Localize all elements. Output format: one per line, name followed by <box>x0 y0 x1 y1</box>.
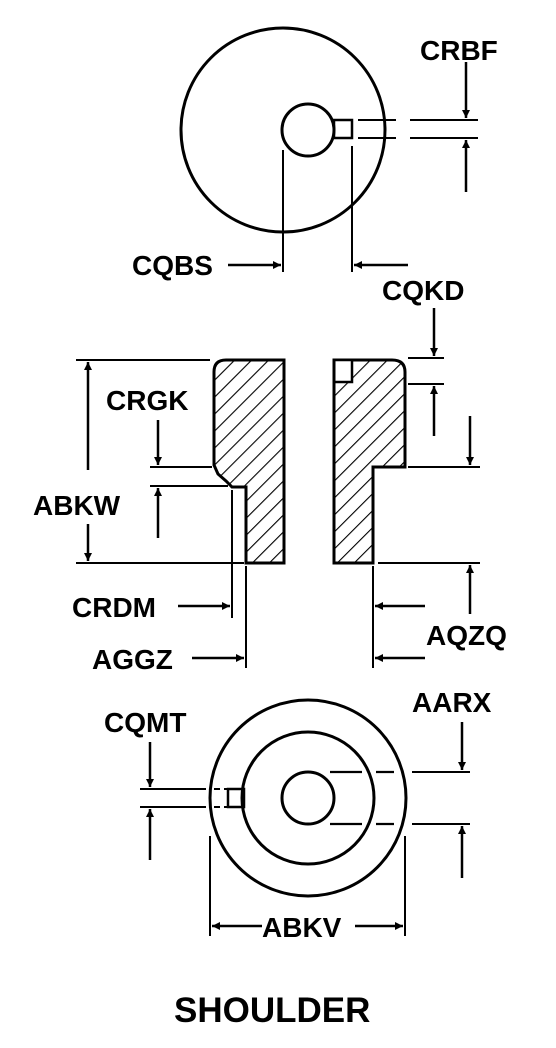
label-abkv: ABKV <box>262 912 342 943</box>
bottom-outer-circle <box>208 698 408 898</box>
section-left-wall <box>212 358 286 565</box>
bottom-keyway <box>226 787 246 809</box>
label-cqkd: CQKD <box>382 275 464 306</box>
label-aqzq: AQZQ <box>426 620 507 651</box>
label-cqbs: CQBS <box>132 250 213 281</box>
section-view <box>212 358 407 565</box>
label-aggz: AGGZ <box>92 644 173 675</box>
label-abkw: ABKW <box>33 490 121 521</box>
label-aarx: AARX <box>412 687 492 718</box>
top-bore-circle <box>280 102 336 158</box>
label-crbf: CRBF <box>420 35 498 66</box>
section-right-wall <box>332 358 407 565</box>
bottom-bore-circle <box>280 770 336 826</box>
bottom-shoulder-circle <box>240 730 376 866</box>
top-keyway <box>332 118 354 140</box>
section-keyway <box>332 358 354 384</box>
top-view <box>179 26 478 272</box>
label-crdm: CRDM <box>72 592 156 623</box>
label-cqmt: CQMT <box>104 707 186 738</box>
section-dimensions <box>76 308 480 668</box>
dimension-labels: CRBF CQBS CQKD CRGK ABKW CRDM AQZQ AGGZ … <box>33 35 507 1030</box>
diagram-title: SHOULDER <box>174 991 370 1030</box>
bottom-view <box>140 698 470 936</box>
label-crgk: CRGK <box>106 385 188 416</box>
